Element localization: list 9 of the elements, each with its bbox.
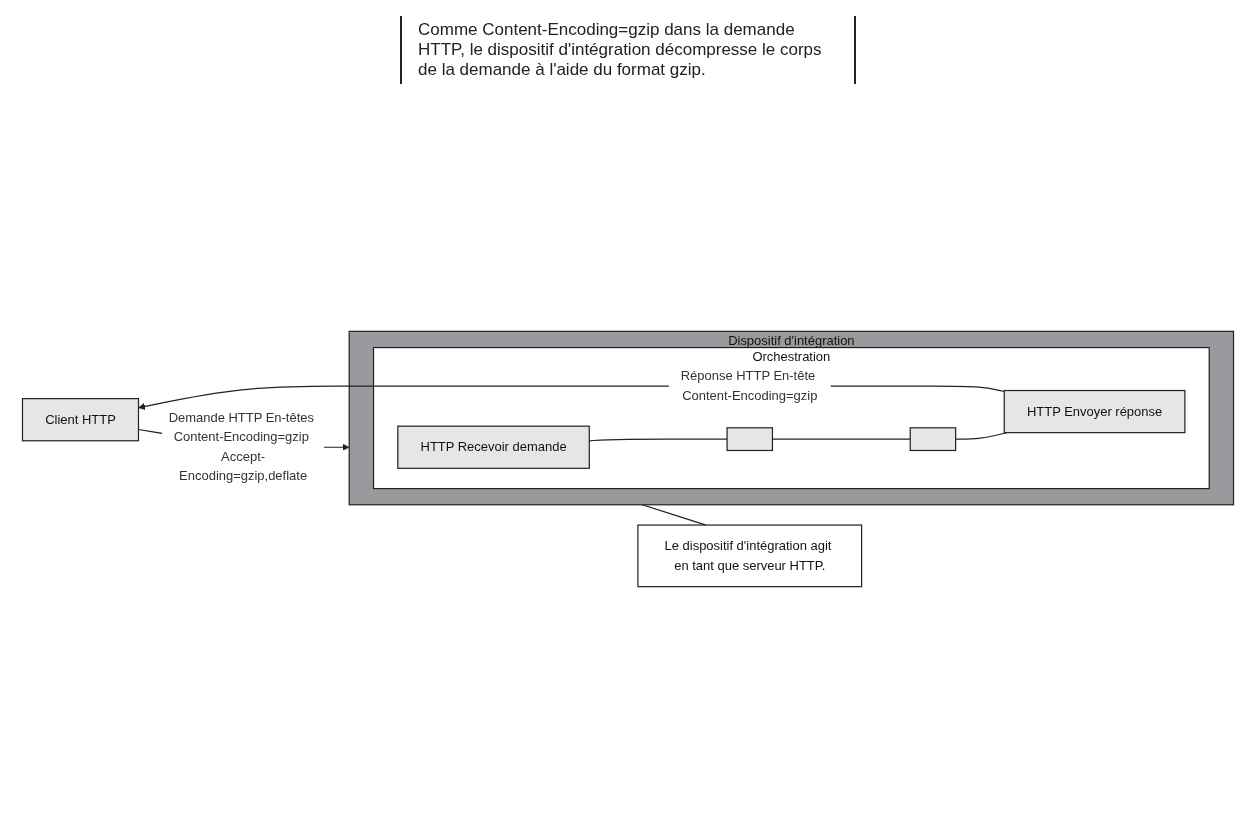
node-box xyxy=(726,427,774,452)
node-box: HTTP Recevoir demande xyxy=(397,425,590,469)
node-box: Le dispositif d'intégration agit en tant que serveur HTTP. xyxy=(637,524,863,588)
node-box: HTTP Envoyer réponse xyxy=(1003,389,1186,434)
note-text: Comme Content-Encoding=gzip dans la demande HTTP, le dispositif d'intégration décompresse le corps de la demande à l'aide du format gzip. xyxy=(400,16,856,84)
node-box: Client HTTP xyxy=(21,398,140,442)
node-box xyxy=(909,427,957,452)
edge-label: Demande HTTP En-têtes Content-Encoding=gzip Accept-Encoding=gzip,deflate xyxy=(168,410,314,483)
edge-label: Réponse HTTP En-tête Content-Encoding=gzip xyxy=(680,369,818,403)
